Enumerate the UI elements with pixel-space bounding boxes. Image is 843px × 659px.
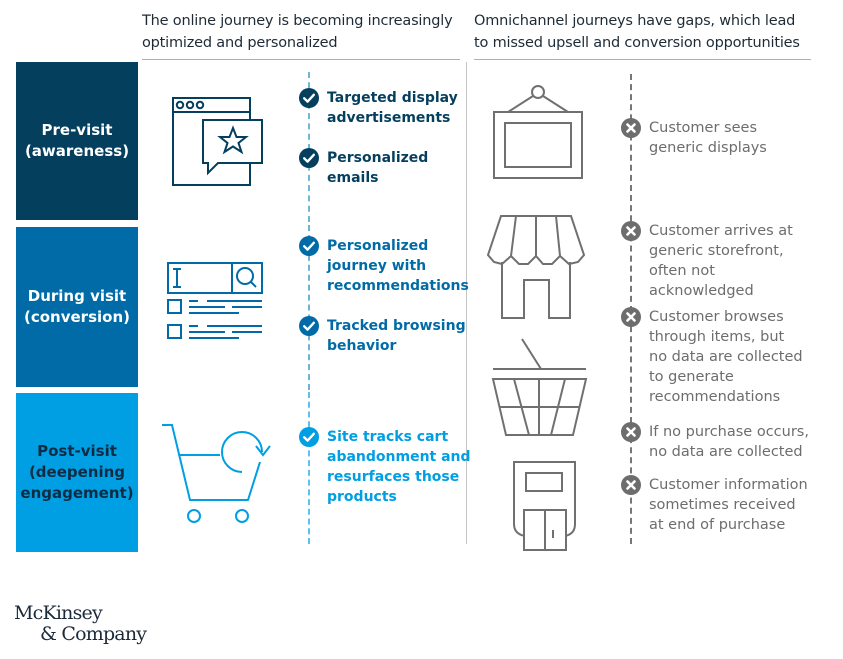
item-line: If no purchase occurs,: [649, 424, 809, 440]
item-line: Targeted display: [327, 90, 458, 106]
x-circle-icon: [621, 475, 641, 495]
basket-icon: [491, 338, 588, 436]
stage-during-visit: During visit (conversion): [16, 227, 138, 387]
item-line: abandonment and: [327, 449, 471, 465]
item-line: journey with: [327, 258, 427, 274]
item-line: often not: [649, 263, 715, 279]
item-line: no data are collected: [649, 349, 803, 365]
x-circle-icon: [621, 422, 641, 442]
check-icon: [299, 88, 319, 108]
logo-line-1: McKinsey: [14, 602, 103, 624]
item-line: emails: [327, 170, 379, 186]
item-line: to generate: [649, 369, 734, 385]
online-item: Tracked browsing behavior: [299, 316, 466, 356]
online-column-header: The online journey is becoming increasin…: [142, 10, 472, 54]
omni-item: Customer browses through items, but no d…: [621, 307, 803, 407]
item-line: Customer browses: [649, 309, 784, 325]
omni-item: Customer information sometimes received …: [621, 475, 808, 535]
omni-item: Customer sees generic displays: [621, 118, 767, 158]
item-line: generic displays: [649, 140, 767, 156]
item-line: advertisements: [327, 110, 451, 126]
online-timeline-pre: [308, 72, 310, 222]
item-line: no data are collected: [649, 444, 803, 460]
stage-label-line: Post-visit: [37, 442, 117, 460]
item-line: Customer information: [649, 477, 808, 493]
check-icon: [299, 236, 319, 256]
item-line: resurfaces those: [327, 469, 460, 485]
omni-item: Customer arrives at generic storefront, …: [621, 221, 793, 301]
stage-label-line: Pre-visit: [41, 121, 113, 139]
browser-ad-star-icon: [172, 97, 263, 186]
stage-post-visit: Post-visit (deepening engagement): [16, 393, 138, 552]
omni-header-line-2: to missed upsell and conversion opportun…: [474, 35, 800, 51]
online-header-line-2: optimized and personalized: [142, 35, 338, 51]
cart-refresh-icon: [162, 424, 271, 523]
item-line: Tracked browsing: [327, 318, 466, 334]
stage-label-line: During visit: [27, 287, 127, 305]
column-divider: [466, 62, 467, 544]
online-header-divider: [142, 59, 460, 60]
item-line: generic storefront,: [649, 243, 784, 259]
logo-line-2: & Company: [40, 623, 147, 645]
omni-header-divider: [474, 59, 811, 60]
item-line: behavior: [327, 338, 397, 354]
online-item: Site tracks cart abandonment and resurfa…: [299, 427, 471, 507]
online-header-line-1: The online journey is becoming increasin…: [142, 13, 453, 29]
x-circle-icon: [621, 221, 641, 241]
stage-label-line: engagement): [20, 484, 134, 502]
storefront-icon: [486, 215, 586, 319]
item-line: through items, but: [649, 329, 785, 345]
item-line: acknowledged: [649, 283, 754, 299]
online-item: Personalized journey with recommendation…: [299, 236, 469, 296]
check-icon: [299, 148, 319, 168]
mckinsey-logo: McKinsey & Company: [14, 602, 147, 645]
card-terminal-icon: [513, 461, 576, 551]
item-line: Customer sees: [649, 120, 757, 136]
omni-header-line-1: Omnichannel journeys have gaps, which le…: [474, 13, 796, 29]
stage-label-line: (conversion): [24, 308, 130, 326]
omni-item: If no purchase occurs, no data are colle…: [621, 422, 809, 462]
online-item: Targeted display advertisements: [299, 88, 458, 128]
item-line: Customer arrives at: [649, 223, 793, 239]
hanging-frame-icon: [493, 85, 583, 179]
online-timeline-during: [308, 225, 310, 390]
check-icon: [299, 316, 319, 336]
omnichannel-column-header: Omnichannel journeys have gaps, which le…: [474, 10, 843, 54]
item-line: at end of purchase: [649, 517, 786, 533]
item-line: Personalized: [327, 150, 429, 166]
x-circle-icon: [621, 307, 641, 327]
search-results-icon: [167, 262, 263, 339]
item-line: sometimes received: [649, 497, 796, 513]
item-line: products: [327, 489, 397, 505]
check-icon: [299, 427, 319, 447]
stage-label-line: (deepening: [28, 463, 126, 481]
item-line: Personalized: [327, 238, 429, 254]
item-line: recommendations: [327, 278, 469, 294]
item-line: recommendations: [649, 389, 781, 405]
stage-pre-visit: Pre-visit (awareness): [16, 62, 138, 220]
item-line: Site tracks cart: [327, 429, 449, 445]
stage-label-line: (awareness): [24, 142, 130, 160]
online-timeline-post: [308, 392, 310, 544]
x-circle-icon: [621, 118, 641, 138]
online-item: Personalized emails: [299, 148, 428, 188]
